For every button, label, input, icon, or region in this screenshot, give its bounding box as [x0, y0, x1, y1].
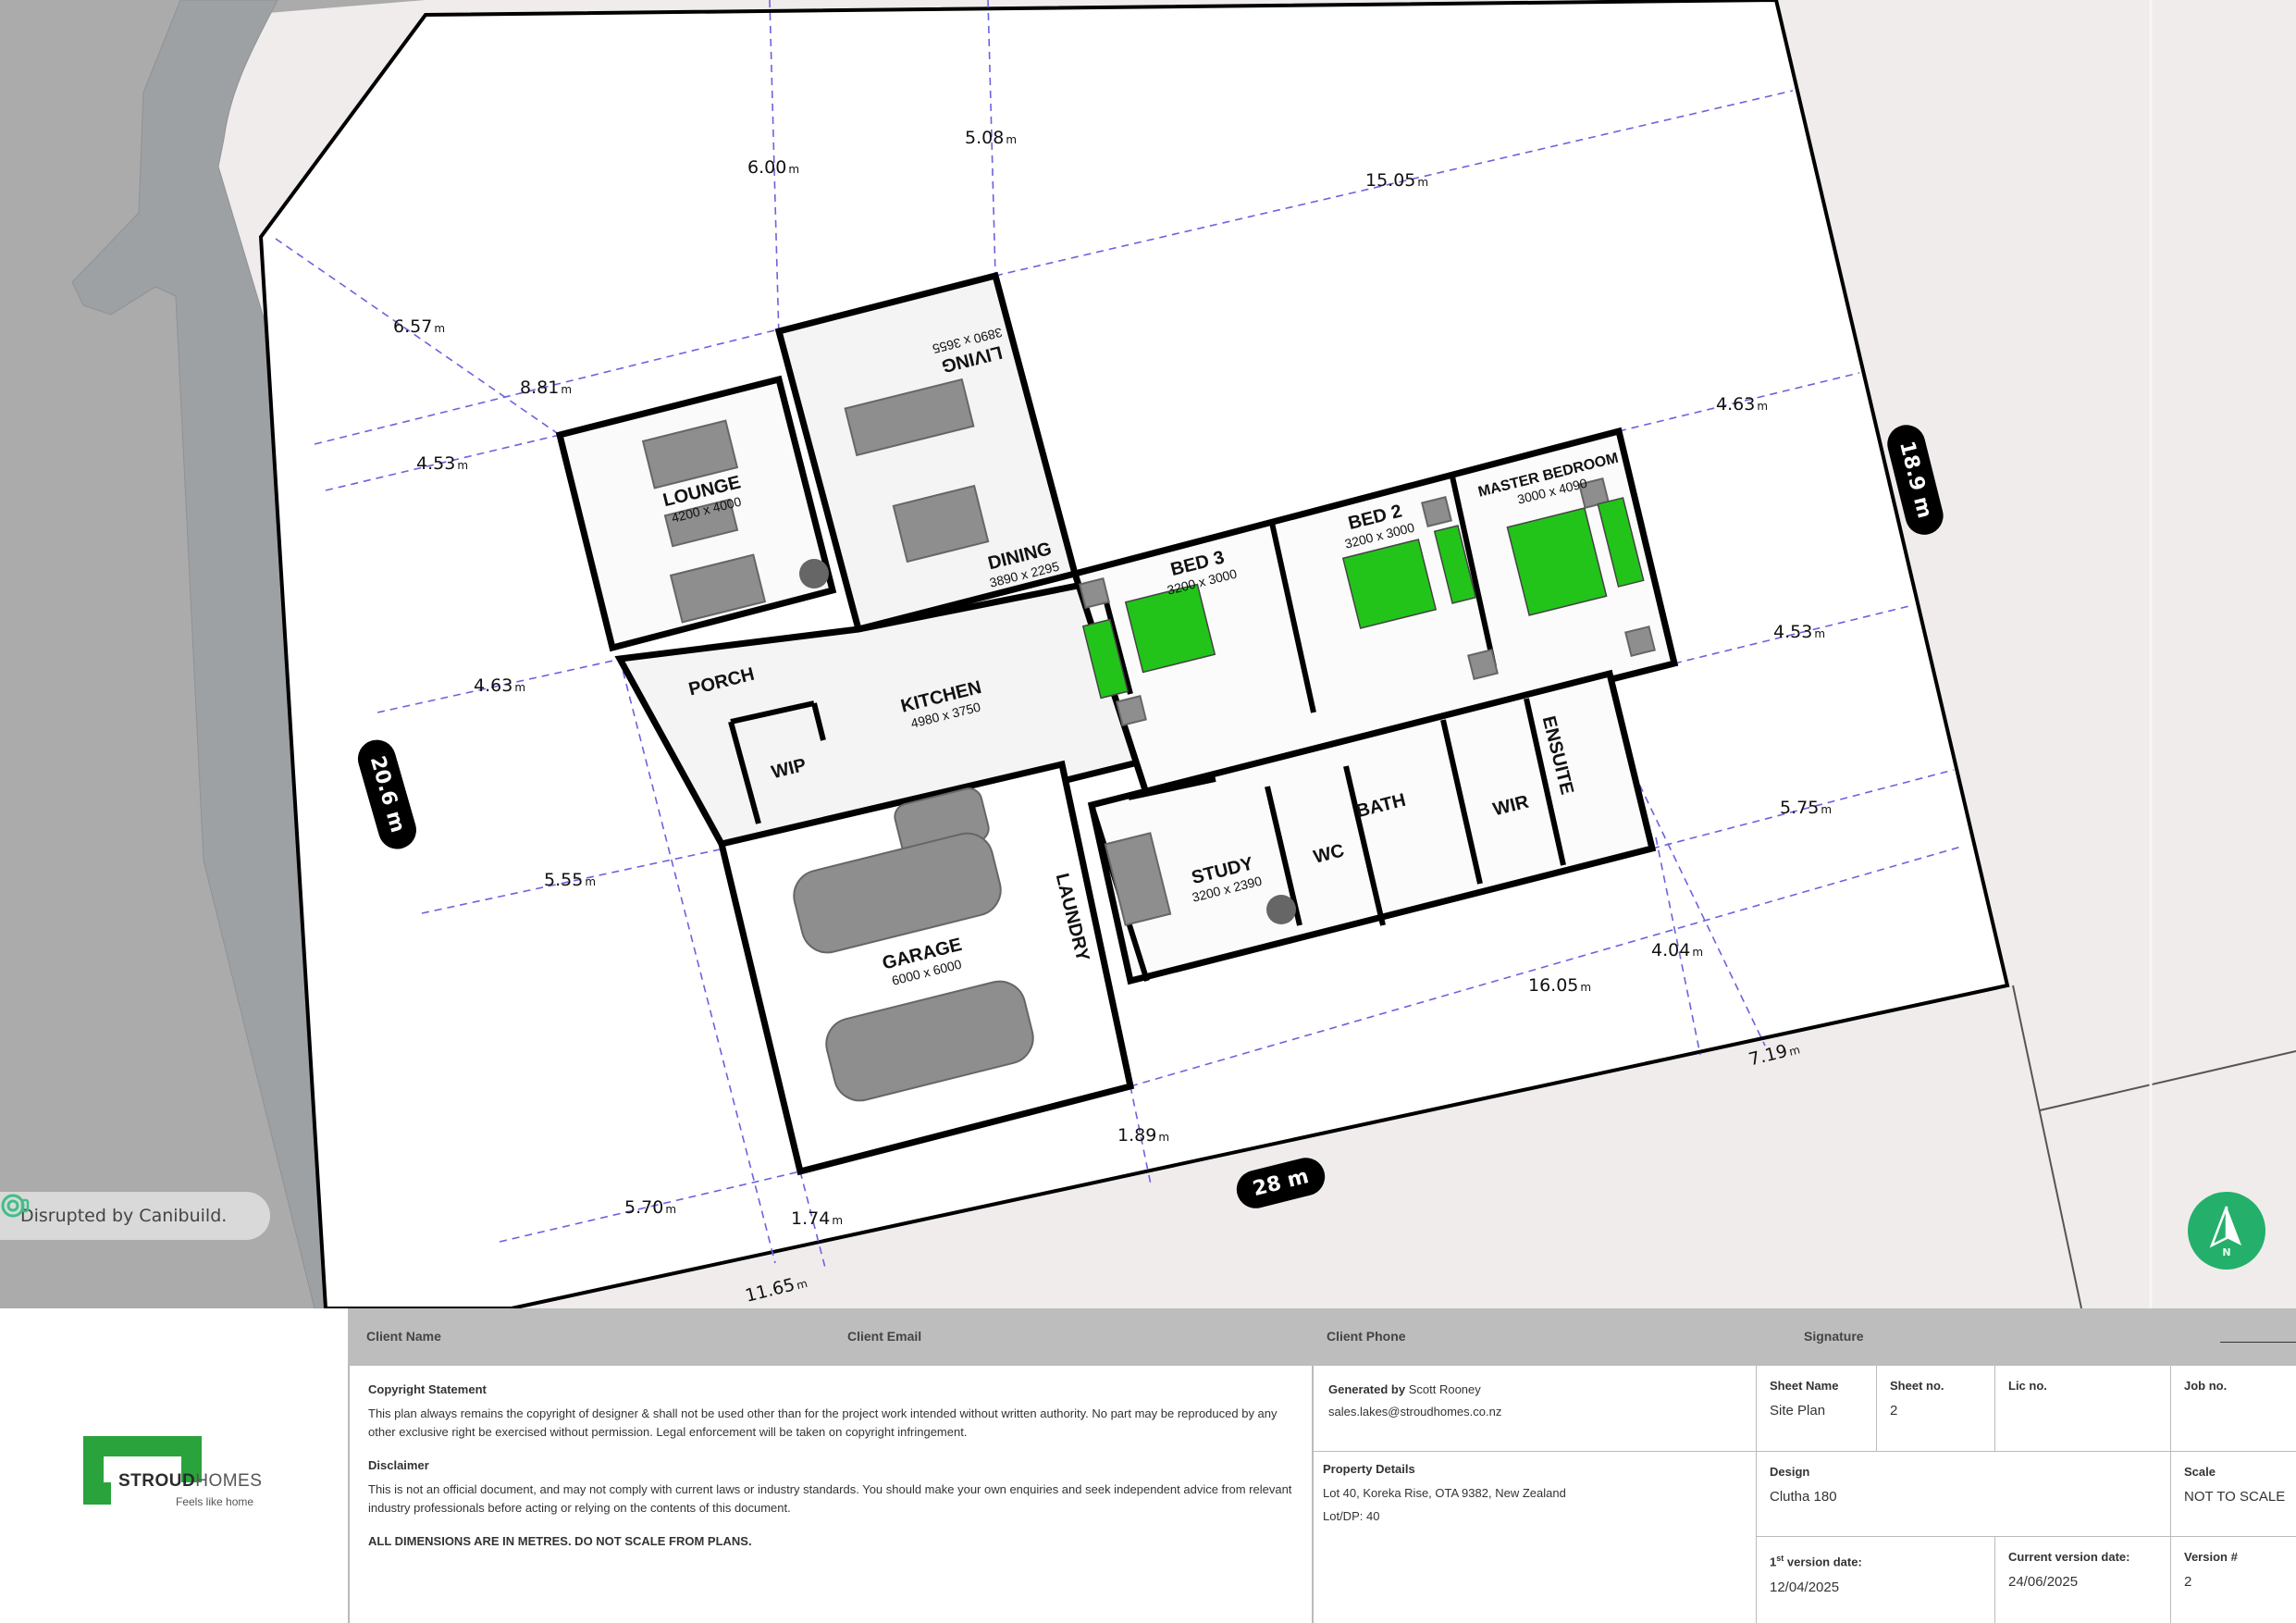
canibuild-attribution[interactable]: Disrupted by Canibuild. — [0, 1192, 270, 1240]
current-version-cell: Current version date:24/06/2025 — [1994, 1536, 2170, 1623]
logo-bracket-icon — [83, 1436, 202, 1505]
property-title: Property Details — [1323, 1462, 1415, 1476]
property-lot-dp: Lot/DP: 40 — [1323, 1509, 1380, 1523]
generated-pane: Generated by Scott Rooney sales.lakes@st… — [1312, 1366, 1756, 1623]
client-email-label: Client Email — [847, 1329, 922, 1344]
attribution-text: Disrupted by Canibuild. — [20, 1206, 228, 1226]
signature-line[interactable] — [2220, 1342, 2296, 1343]
lic-no-cell: Lic no. — [1994, 1366, 2170, 1451]
client-header-bar: Client Name Client Email Client Phone Si… — [348, 1308, 2296, 1366]
notes-pane: Copyright Statement This plan always rem… — [348, 1366, 1312, 1623]
generated-by: Generated by Scott Rooney — [1328, 1382, 1481, 1396]
client-phone-label: Client Phone — [1327, 1329, 1406, 1344]
disclaimer-title: Disclaimer — [368, 1458, 429, 1472]
generated-email[interactable]: sales.lakes@stroudhomes.co.nz — [1328, 1405, 1502, 1419]
north-arrow-icon — [2209, 1206, 2241, 1248]
stroudhomes-logo: STROUDHOMES Feels like home — [83, 1436, 268, 1510]
sheet-no-cell: Sheet no.2 — [1876, 1366, 1994, 1451]
dimensions-note: ALL DIMENSIONS ARE IN METRES. DO NOT SCA… — [368, 1534, 752, 1548]
canibuild-logo-icon — [1, 1194, 30, 1218]
job-no-cell: Job no. — [2170, 1366, 2296, 1451]
property-address: Lot 40, Koreka Rise, OTA 9382, New Zeala… — [1323, 1486, 1566, 1500]
title-block: STROUDHOMES Feels like home Client Name … — [0, 1308, 2296, 1623]
first-version-cell: 1st version date: 12/04/2025 — [1756, 1536, 1994, 1623]
client-name-label: Client Name — [366, 1329, 441, 1344]
site-map-drawing — [0, 0, 2296, 1308]
version-number-cell: Version #2 — [2170, 1536, 2296, 1623]
signature-label: Signature — [1804, 1329, 1864, 1344]
copyright-title: Copyright Statement — [368, 1382, 487, 1396]
copyright-body: This plan always remains the copyright o… — [368, 1406, 1278, 1439]
north-arrow: N — [2188, 1192, 2265, 1270]
north-label: N — [2222, 1246, 2231, 1258]
logo-tagline: Feels like home — [176, 1495, 254, 1508]
logo-wordmark: STROUDHOMES — [118, 1471, 263, 1491]
disclaimer-body: This is not an official document, and ma… — [368, 1482, 1292, 1515]
